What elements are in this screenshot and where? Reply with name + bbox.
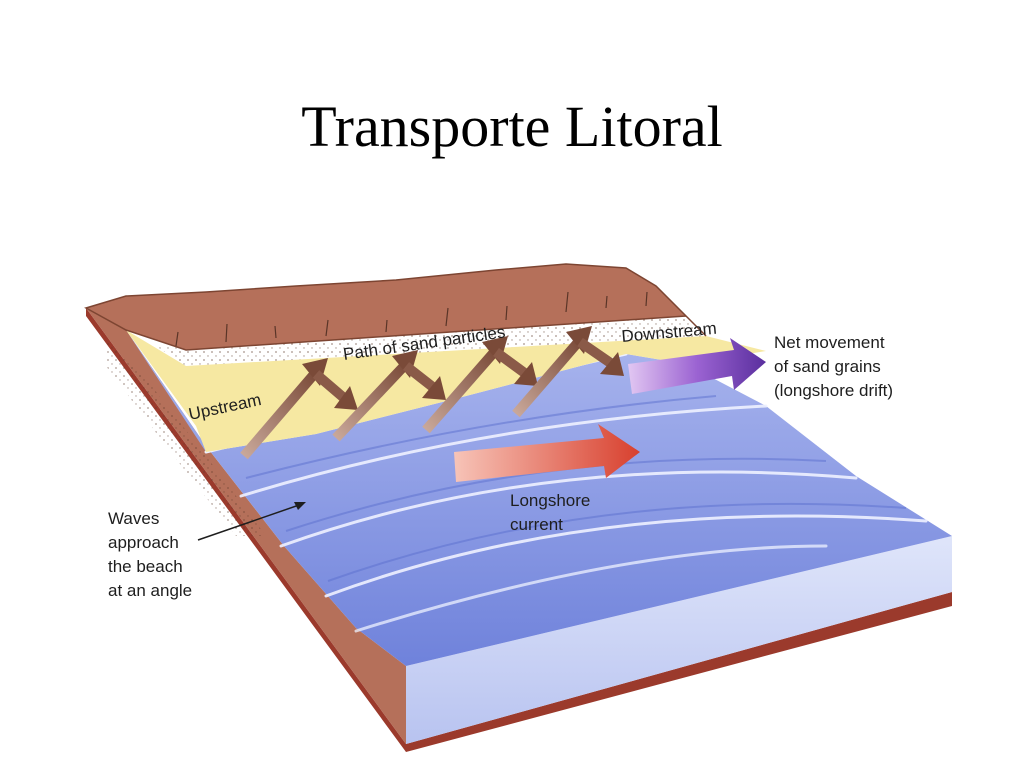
water-surface bbox=[126, 330, 952, 666]
net-movement-line-2: of sand grains bbox=[774, 357, 881, 376]
sand-path-arrow bbox=[332, 350, 446, 442]
cliff-vegetation bbox=[175, 291, 648, 347]
sand-particle-arrows bbox=[240, 326, 624, 460]
longshore-current-arrow bbox=[454, 424, 640, 482]
waves-line-1: Waves bbox=[108, 509, 159, 528]
slide-title: Transporte Litoral bbox=[301, 94, 723, 159]
longshore-current-line-2: current bbox=[510, 515, 563, 534]
longshore-current-label: Longshore current bbox=[510, 491, 595, 534]
net-movement-arrow bbox=[628, 338, 766, 394]
sand-path-arrow bbox=[512, 326, 624, 418]
waves-pointer-head bbox=[294, 502, 306, 510]
net-movement-label: Net movement of sand grains (longshore d… bbox=[774, 333, 893, 400]
sand-texture bbox=[156, 316, 706, 366]
longshore-drift-diagram: Path of sand particles Upstream Downstre… bbox=[84, 263, 952, 752]
net-movement-line-3: (longshore drift) bbox=[774, 381, 893, 400]
waves-line-3: the beach bbox=[108, 557, 183, 576]
sand-path-arrow bbox=[422, 336, 538, 434]
waves-label: Waves approach the beach at an angle bbox=[108, 509, 192, 600]
beach-sand bbox=[126, 330, 766, 452]
cliff-slope-texture bbox=[106, 336, 266, 536]
longshore-current-line-1: Longshore bbox=[510, 491, 590, 510]
net-movement-line-1: Net movement bbox=[774, 333, 885, 352]
waves-line-4: at an angle bbox=[108, 581, 192, 600]
water-block-side bbox=[406, 536, 952, 744]
waves-pointer-line bbox=[197, 503, 303, 541]
sand-path-arrow bbox=[240, 358, 358, 460]
cliff-top bbox=[84, 263, 707, 351]
waves-line-2: approach bbox=[108, 533, 179, 552]
